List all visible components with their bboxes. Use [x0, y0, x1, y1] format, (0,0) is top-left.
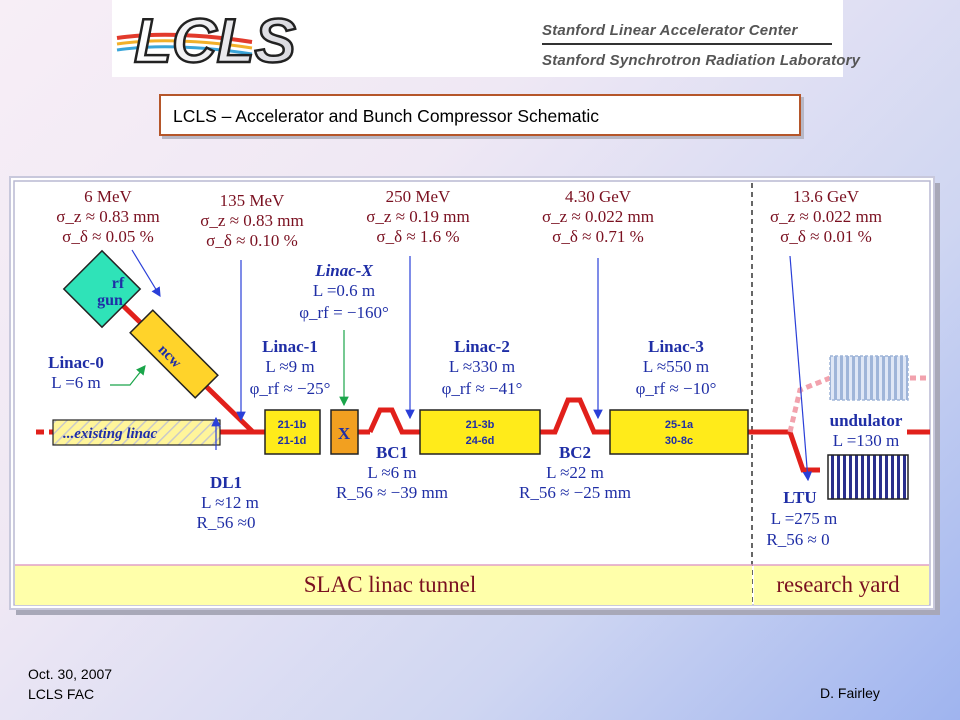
component-labels: Linac-0 L =6 m Linac-X L =0.6 m φ_rf = −… — [48, 261, 903, 549]
linac1-phase: φ_rf ≈ −25° — [250, 379, 331, 398]
linac2-phase: φ_rf ≈ −41° — [442, 379, 523, 398]
linac2-sector-a: 21-3b — [466, 419, 495, 431]
stage0-energy: 6 MeV — [84, 187, 132, 206]
bc2-r56: R_56 ≈ −25 mm — [519, 483, 631, 502]
undulator-length: L =130 m — [833, 431, 900, 450]
undulator — [827, 454, 909, 500]
bc2-name: BC2 — [559, 443, 591, 462]
undulator-name: undulator — [830, 411, 903, 430]
footer-date: Oct. 30, 2007 — [28, 666, 113, 682]
logo-wordmark: LCLS — [134, 7, 296, 76]
ncw-linac0-box — [129, 309, 219, 399]
x-label: X — [338, 424, 351, 443]
bc1-length: L ≈6 m — [367, 463, 416, 482]
existing-linac-label: ...existing linac — [63, 426, 158, 442]
stage2-sigma-z: σ_z ≈ 0.19 mm — [366, 207, 470, 226]
tunnel-label: SLAC linac tunnel — [304, 572, 476, 597]
footer-left: Oct. 30, 2007 LCLS FAC — [28, 664, 112, 704]
stage1-sigma-d: σ_δ ≈ 0.10 % — [206, 231, 298, 250]
undulator-future — [829, 355, 909, 401]
stage0-sigma-d: σ_δ ≈ 0.05 % — [62, 227, 154, 246]
linac0-name: Linac-0 — [48, 353, 104, 372]
ltu-r56: R_56 ≈ 0 — [766, 530, 829, 549]
green-arrows — [110, 330, 349, 407]
ltu-length: L =275 m — [771, 509, 838, 528]
stage2-sigma-d: σ_δ ≈ 1.6 % — [376, 227, 459, 246]
bc1-name: BC1 — [376, 443, 408, 462]
linac-x-box — [330, 409, 359, 455]
linacx-name: Linac-X — [314, 261, 373, 280]
stage0-sigma-z: σ_z ≈ 0.83 mm — [56, 207, 160, 226]
arrows — [131, 249, 813, 482]
linac1-name: Linac-1 — [262, 337, 318, 356]
dl1-r56: R_56 ≈0 — [197, 513, 256, 532]
linac2-box — [419, 409, 541, 455]
slide-title: LCLS – Accelerator and Bunch Compressor … — [173, 106, 600, 126]
diagram-frame — [9, 176, 935, 610]
linac0-length: L =6 m — [51, 373, 101, 392]
linacx-phase: φ_rf = −160° — [299, 303, 389, 322]
linac3-length: L ≈550 m — [643, 357, 709, 376]
bc2-length: L ≈22 m — [546, 463, 604, 482]
stage1-sigma-z: σ_z ≈ 0.83 mm — [200, 211, 304, 230]
tunnel-band — [15, 565, 752, 605]
rf-gun — [62, 249, 142, 329]
stage2-energy: 250 MeV — [386, 187, 451, 206]
linac3-phase: φ_rf ≈ −10° — [636, 379, 717, 398]
linac1-length: L ≈9 m — [265, 357, 314, 376]
linac1-sector-a: 21-1b — [278, 419, 307, 431]
dl1-name: DL1 — [210, 473, 242, 492]
footer-org: LCLS FAC — [28, 686, 95, 702]
ltu-name: LTU — [783, 488, 816, 507]
yard-label: research yard — [776, 572, 900, 597]
stage3-energy: 4.30 GeV — [565, 187, 632, 206]
logo-divider — [542, 43, 832, 45]
yard-band — [754, 565, 929, 605]
linac2-length: L ≈330 m — [449, 357, 515, 376]
lcls-logo: LCLS — [116, 6, 297, 77]
dl1-length: L ≈12 m — [201, 493, 259, 512]
logo-band: LCLS — [112, 0, 843, 77]
stage4-sigma-z: σ_z ≈ 0.022 mm — [770, 207, 882, 226]
linac3-sector-a: 25-1a — [665, 419, 694, 431]
linac2-sector-b: 24-6d — [466, 435, 495, 447]
rf-gun-label-2: gun — [97, 292, 123, 309]
bc1-r56: R_56 ≈ −39 mm — [336, 483, 448, 502]
linac2-name: Linac-2 — [454, 337, 510, 356]
stage4-sigma-d: σ_δ ≈ 0.01 % — [780, 227, 872, 246]
linac3-name: Linac-3 — [648, 337, 704, 356]
lab-name-ssrl: Stanford Synchrotron Radiation Laborator… — [542, 52, 861, 69]
linacx-length: L =0.6 m — [313, 281, 375, 300]
stage1-energy: 135 MeV — [220, 191, 285, 210]
existing-linac — [52, 419, 221, 446]
stage3-sigma-d: σ_δ ≈ 0.71 % — [552, 227, 644, 246]
linac1-sector-b: 21-1d — [278, 435, 307, 447]
linac1-box — [264, 409, 321, 455]
stage3-sigma-z: σ_z ≈ 0.022 mm — [542, 207, 654, 226]
footer-author: D. Fairley — [820, 685, 880, 701]
rf-gun-label-1: rf — [112, 275, 125, 292]
linac3-box — [609, 409, 749, 455]
beamline-to-undulator — [787, 375, 930, 433]
lab-name-slac: Stanford Linear Accelerator Center — [542, 22, 798, 39]
stage4-energy: 13.6 GeV — [793, 187, 860, 206]
title-box: LCLS – Accelerator and Bunch Compressor … — [159, 94, 801, 136]
linac3-sector-b: 30-8c — [665, 435, 693, 447]
stage-labels: 6 MeV σ_z ≈ 0.83 mm σ_δ ≈ 0.05 % 135 MeV… — [56, 187, 882, 250]
